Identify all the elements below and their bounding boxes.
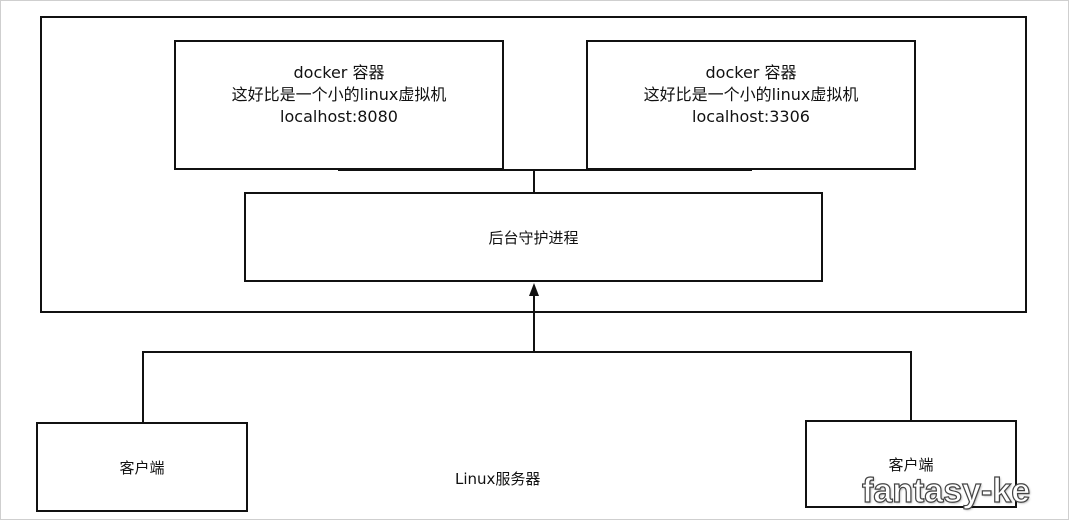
arrowhead-daemon [529, 283, 539, 296]
container-2-description: 这好比是一个小的linux虚拟机 [643, 85, 859, 104]
client-2-to-daemon-line [534, 351, 912, 420]
container-1-address: localhost:8080 [280, 107, 398, 126]
client-1-label: 客户端 [119, 458, 165, 477]
client-1-to-daemon-line [142, 296, 535, 422]
container-2-address: localhost:3306 [692, 107, 810, 126]
container-1-title: docker 容器 [293, 63, 385, 82]
client-2-label: 客户端 [888, 455, 934, 474]
watermark-text: fantasy-ke [861, 471, 1031, 510]
client-box-1: 客户端 [36, 422, 248, 512]
daemon-label: 后台守护进程 [488, 228, 579, 247]
client-box-2: 客户端 [805, 420, 1017, 508]
daemon-process-box: 后台守护进程 [244, 192, 823, 282]
docker-container-2: docker 容器 这好比是一个小的linux虚拟机 localhost:330… [586, 40, 916, 170]
container-2-title: docker 容器 [705, 63, 797, 82]
linux-server-label: Linux服务器 [455, 470, 541, 488]
container-1-description: 这好比是一个小的linux虚拟机 [231, 85, 447, 104]
docker-container-1: docker 容器 这好比是一个小的linux虚拟机 localhost:808… [174, 40, 504, 170]
